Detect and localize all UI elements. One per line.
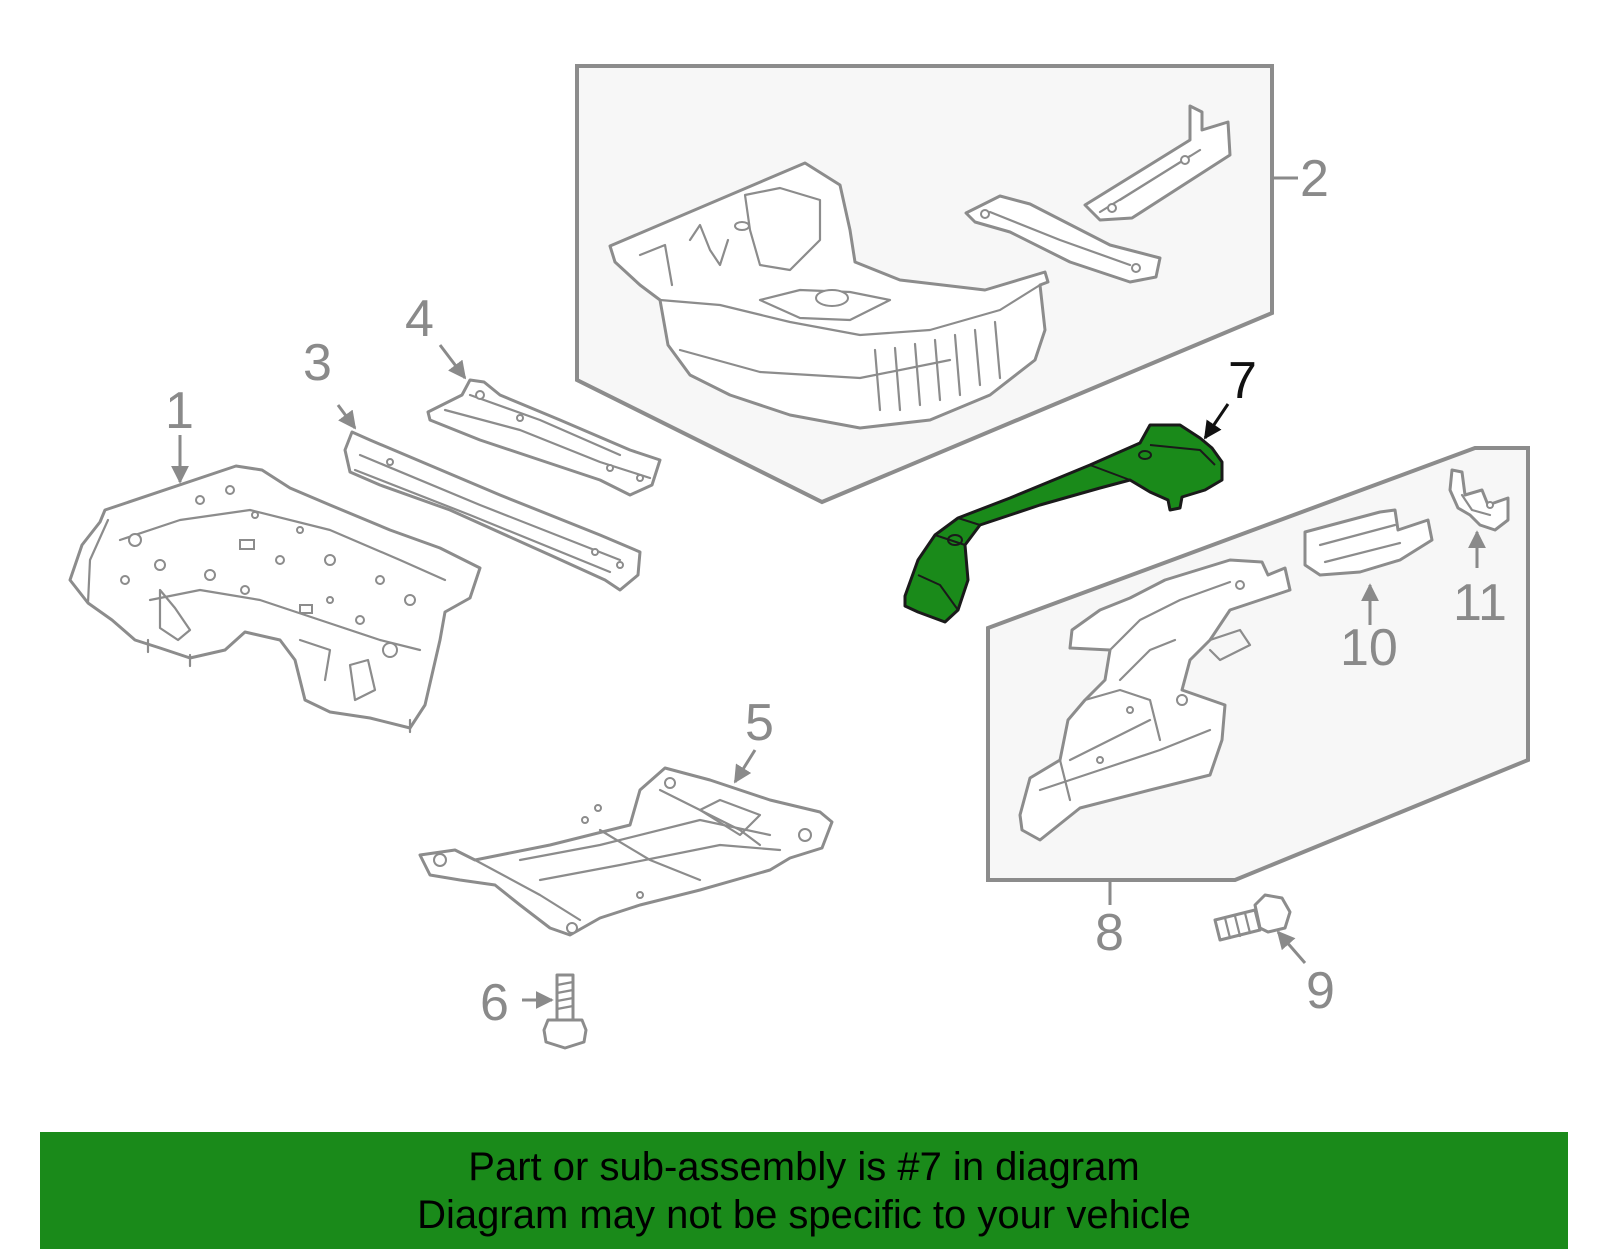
callout-11: 11 — [1453, 574, 1507, 632]
callout-9: 9 — [1306, 962, 1335, 1020]
part-4-crossmember[interactable] — [426, 378, 662, 497]
banner-line-2: Diagram may not be specific to your vehi… — [417, 1193, 1191, 1237]
part-1-floor-panel[interactable] — [68, 464, 482, 734]
banner-line-1: Part or sub-assembly is #7 in diagram — [468, 1145, 1140, 1189]
callout-3: 3 — [303, 334, 332, 392]
part-5-leader — [733, 749, 757, 784]
part-3-crossmember[interactable] — [343, 430, 642, 592]
part-7-leader — [1203, 403, 1230, 440]
part-7-body — [903, 423, 1224, 624]
part-11-bracket[interactable] — [1448, 468, 1510, 532]
callout-6: 6 — [480, 974, 509, 1032]
part-9-bolt[interactable] — [1213, 893, 1292, 942]
callout-4: 4 — [405, 290, 434, 348]
part-5-subframe[interactable] — [418, 766, 834, 937]
callout-7: 7 — [1228, 352, 1257, 410]
callout-1: 1 — [165, 382, 194, 440]
part-2-bracket-upper[interactable] — [1083, 104, 1232, 222]
callout-5: 5 — [745, 694, 774, 752]
part-2-bracket-lower[interactable] — [964, 194, 1162, 284]
part-8-side-frame[interactable] — [1018, 558, 1292, 842]
part-2-floor-pan[interactable] — [608, 161, 1050, 430]
part-10-extension[interactable] — [1303, 508, 1434, 577]
part-9-leader — [1276, 930, 1307, 964]
info-banner: Part or sub-assembly is #7 in diagram Di… — [40, 1132, 1568, 1249]
part-7-rear-frame-highlighted[interactable] — [903, 423, 1224, 624]
part-4-leader — [438, 344, 467, 380]
part-6-bolt[interactable] — [542, 973, 588, 1050]
callout-10: 10 — [1340, 619, 1398, 677]
part-3-leader — [336, 404, 357, 430]
callout-8: 8 — [1095, 904, 1124, 962]
callout-2: 2 — [1300, 150, 1329, 208]
